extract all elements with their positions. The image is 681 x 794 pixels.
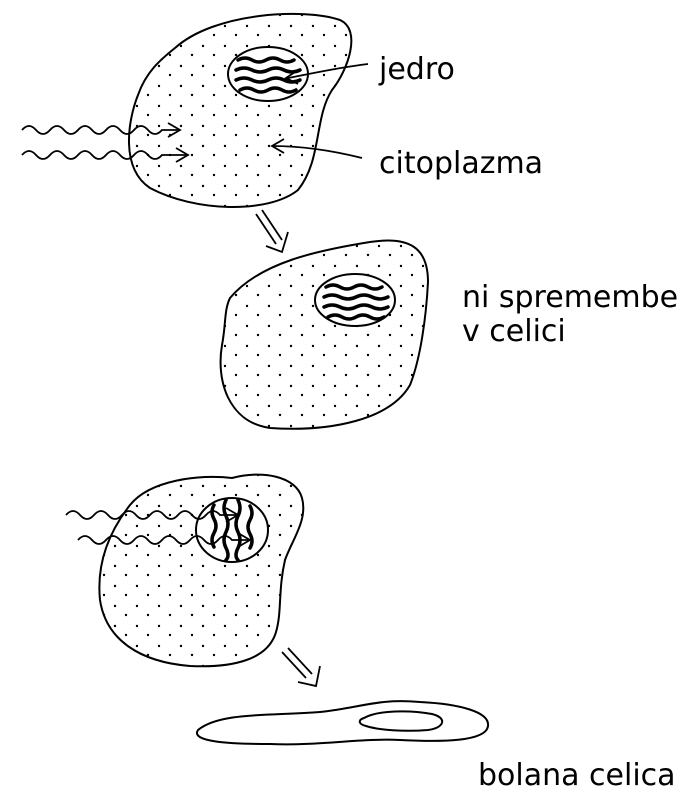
cell-3-irradiated: [66, 475, 303, 667]
cell-2-nucleus: [315, 274, 395, 326]
label-no-change-line2: v celici: [462, 314, 566, 350]
cell-1-membrane: [129, 14, 351, 207]
cell-1-nucleus: [228, 47, 308, 101]
transition-arrow-2: [282, 648, 320, 686]
label-nucleus: jedro: [379, 52, 455, 88]
cell-1-healthy: [22, 14, 368, 207]
sick-cell-membrane: [197, 701, 488, 744]
sick-cell: [197, 701, 488, 744]
cell-3-membrane: [99, 475, 303, 667]
label-cytoplasm: citoplazma: [379, 146, 543, 182]
cell-3-nucleus: [196, 498, 268, 562]
transition-arrow-1: [256, 210, 288, 252]
sick-cell-nucleus: [360, 711, 442, 730]
label-sick-cell: bolana celica: [478, 758, 676, 794]
cell-2-unchanged: [221, 241, 428, 429]
cell-2-membrane: [221, 241, 428, 429]
label-no-change-line1: ni spremembe: [462, 280, 678, 316]
